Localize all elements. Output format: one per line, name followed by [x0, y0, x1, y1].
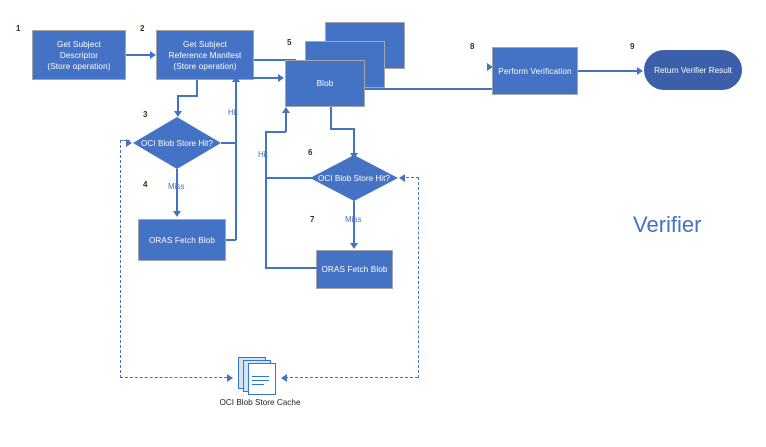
edge-3-hit-arrowhead — [232, 76, 240, 82]
edge-label-hit-mid: Hit — [258, 150, 268, 159]
cache-caption-line-1: OCI Blob Store — [219, 398, 275, 407]
decision-1-label: OCI Blob Store Hit? — [133, 117, 221, 169]
dashed-into-cache-left-arrowhead — [227, 374, 233, 382]
step-number-3: 3 — [143, 110, 148, 119]
edge-8-to-9 — [578, 70, 639, 72]
decision-2-label: OCI Blob Store Hit? — [310, 155, 398, 201]
edge-3-hit-seg-v — [235, 82, 237, 144]
node-return-verifier-result[interactable]: Return Verifier Result — [644, 50, 742, 90]
dashed-cache-to-3-seg-h1 — [120, 377, 232, 378]
dashed-cache-to-6-seg-h1 — [285, 377, 418, 378]
edge-3-miss-seg-v — [176, 169, 178, 213]
dashed-into-cache-right-arrowhead — [281, 374, 287, 382]
dashed-cache-to-6-seg-v — [418, 177, 419, 378]
edge-1-to-2-arrowhead — [150, 51, 156, 59]
step-number-4: 4 — [143, 180, 148, 189]
step-number-9: 9 — [630, 42, 635, 51]
edge-label-hit-top: Hit — [228, 108, 238, 117]
edge-6-hit-seg-h — [265, 177, 313, 179]
edge-2-to-3-seg-v1 — [196, 80, 198, 96]
diagram-title: Verifier — [633, 212, 702, 237]
edge-blob-to-8-seg-h1 — [365, 88, 496, 90]
dashed-cache-to-6-seg-h2 — [406, 177, 419, 178]
node-1-line-1: Get Subject — [57, 39, 101, 49]
edge-hit-mid-seg-h — [265, 131, 286, 133]
edge-blob-to-6-seg-v2 — [353, 128, 355, 155]
step-number-1: 1 — [16, 24, 21, 33]
decision-oci-blob-store-hit-2[interactable]: OCI Blob Store Hit? — [310, 155, 398, 201]
step-number-5: 5 — [287, 38, 292, 47]
cache-caption-line-2: Cache — [276, 398, 301, 407]
edge-blob-to-6-seg-h — [330, 128, 354, 130]
node-9-line-2: Result — [708, 65, 732, 75]
node-1-line-3: (Store operation) — [47, 61, 111, 71]
edge-cache-to-3-arrowhead — [126, 139, 132, 147]
decision-2-line-1: OCI Blob Store — [318, 173, 374, 183]
edge-3-hit-seg-h — [221, 142, 237, 144]
edge-hit-mid-arrowhead — [282, 107, 290, 113]
edge-2-to-3-seg-v2 — [177, 95, 179, 113]
cache-page-front — [248, 363, 276, 395]
edge-hit-mid-seg-v — [265, 131, 267, 268]
node-get-subject-reference-manifest[interactable]: Get Subject Reference Manifest (Store op… — [156, 30, 254, 80]
edge-6-miss-seg-v — [353, 201, 355, 245]
node-1-line-2: Descriptor — [59, 50, 99, 60]
node-get-subject-descriptor[interactable]: Get Subject Descriptor (Store operation) — [32, 30, 126, 80]
node-2-line-1: Get Subject — [183, 39, 227, 49]
step-number-6: 6 — [308, 148, 313, 157]
node-oras-fetch-blob-1[interactable]: ORAS Fetch Blob — [138, 219, 226, 261]
step-number-2: 2 — [140, 24, 145, 33]
edge-7-to-hit-seg-h — [265, 267, 317, 269]
cache-text-line-1 — [252, 376, 269, 378]
decision-1-line-2: Hit? — [198, 138, 213, 148]
edge-blob-to-8-arrowhead — [487, 63, 493, 71]
cache-text-line-3 — [252, 384, 264, 386]
node-perform-verification[interactable]: Perform Verification — [492, 47, 578, 95]
node-blob-front[interactable]: Blob — [285, 60, 365, 107]
node-oras-fetch-blob-2[interactable]: ORAS Fetch Blob — [316, 250, 393, 289]
edge-2-to-3-arrowhead — [174, 111, 182, 117]
edge-cache-to-6-arrowhead — [399, 174, 405, 182]
edge-2-to-blob-seg-h2 — [248, 77, 280, 79]
node-8-label: Perform Verification — [498, 66, 572, 76]
edge-blob-to-6-seg-v1 — [330, 107, 332, 129]
edge-3-miss-arrowhead — [173, 211, 181, 217]
edge-1-to-2 — [126, 54, 152, 56]
decision-1-line-1: OCI Blob Store — [141, 138, 197, 148]
dashed-cache-to-3-seg-v — [120, 140, 121, 378]
edge-6-miss-arrowhead — [350, 243, 358, 249]
node-9-line-1: Return Verifier — [654, 65, 707, 75]
dashed-cache-to-3-seg-h2 — [120, 140, 130, 141]
edge-hit-mid-seg-v2 — [285, 113, 287, 132]
oci-blob-store-cache-icon[interactable] — [238, 357, 280, 395]
edge-2-to-blob-seg-v — [248, 59, 250, 78]
node-5-label: Blob — [316, 79, 334, 88]
decision-2-line-2: Hit? — [375, 173, 390, 183]
cache-text-line-2 — [252, 380, 269, 382]
node-2-line-2: Reference Manifest — [168, 50, 242, 60]
node-7-label: ORAS Fetch Blob — [321, 265, 388, 274]
edge-to-blob-arrowhead — [278, 74, 284, 82]
step-number-7: 7 — [310, 215, 315, 224]
decision-oci-blob-store-hit-1[interactable]: OCI Blob Store Hit? — [133, 117, 221, 169]
node-2-line-3: (Store operation) — [173, 61, 237, 71]
edge-2-to-blob-seg-h1 — [254, 59, 296, 61]
cache-caption: OCI Blob Store Cache — [215, 397, 305, 408]
edge-8-to-9-arrowhead — [637, 67, 643, 75]
edge-4-to-hit-seg-v — [235, 142, 237, 240]
edge-4-to-hit-seg-h — [226, 239, 236, 241]
step-number-8: 8 — [470, 42, 475, 51]
edge-2-to-3-seg-h — [177, 95, 198, 97]
node-4-label: ORAS Fetch Blob — [148, 235, 216, 245]
